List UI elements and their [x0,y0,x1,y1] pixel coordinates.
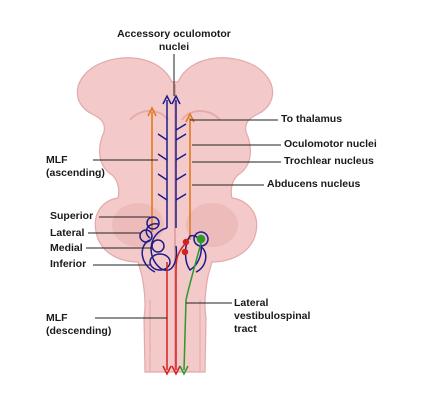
trochlear-nucleus-label: Trochlear nucleus [284,155,374,167]
medial-label: Medial [50,242,83,254]
accessory-oculomotor-label: Accessory oculomotor nuclei [96,28,252,54]
accessory-oculomotor-line-2: nuclei [158,41,190,53]
pons-shading-left [112,203,164,247]
medial-nucleus-ring [151,239,165,253]
mlf-descending-line-2: (descending) [46,325,112,337]
mlf-center-right-arrow [171,94,181,105]
vestibulospinal-tract-line [183,242,202,371]
mlf-branches [157,123,187,201]
mlf-ascending-label: MLF (ascending) [46,154,105,180]
thalamic-left-arrow [147,106,157,117]
mlf-descending-line-1: MLF [46,312,68,324]
mlf-descending-label: MLF (descending) [46,312,111,338]
lateral-vestibulospinal-line-3: tract [234,323,257,335]
lateral-vestibulospinal-line-2: vestibulospinal [234,310,311,322]
lateral-vestibulospinal-line-1: Lateral [234,297,269,309]
thalamic-pathway [147,106,195,240]
mlf-center-left-arrow [162,94,172,105]
superior-label: Superior [50,210,94,222]
lateral-nucleus-ring [139,229,153,243]
red-descending-right [175,243,186,370]
inferior-label: Inferior [50,258,87,270]
inferior-nucleus-ring [149,253,171,271]
lateral-label: Lateral [50,227,85,239]
lateral-vestibulospinal-label: Lateral vestibulospinal tract [234,297,310,336]
leader-lines [86,54,281,319]
to-thalamus-label: To thalamus [281,113,343,125]
brainstem-body [76,57,274,373]
thalamic-right-arrow [185,112,195,123]
accessory-oculomotor-line-1: Accessory oculomotor [117,28,231,40]
mlf-ascending-line-2: (ascending) [46,167,105,179]
superior-nucleus-ring [146,216,160,230]
red-nucleus-dot-2 [181,248,189,256]
right-medial-loop [195,245,207,273]
lateral-vestibular-nucleus [196,234,206,244]
vestibulospinal-arrow [179,365,189,376]
descending-red-pathway [162,238,190,376]
oculomotor-nuclei-label: Oculomotor nuclei [284,138,377,150]
red-descending-left-arrow [162,365,172,376]
red-nucleus-dot-1 [182,238,190,246]
red-descending-right-arrow [171,365,181,376]
mlf-ascending-line-1: MLF [46,154,68,166]
abducens-nucleus-label: Abducens nucleus [267,178,361,190]
lower-medulla-shading [149,300,201,372]
vestibulospinal-pathway [179,234,206,376]
